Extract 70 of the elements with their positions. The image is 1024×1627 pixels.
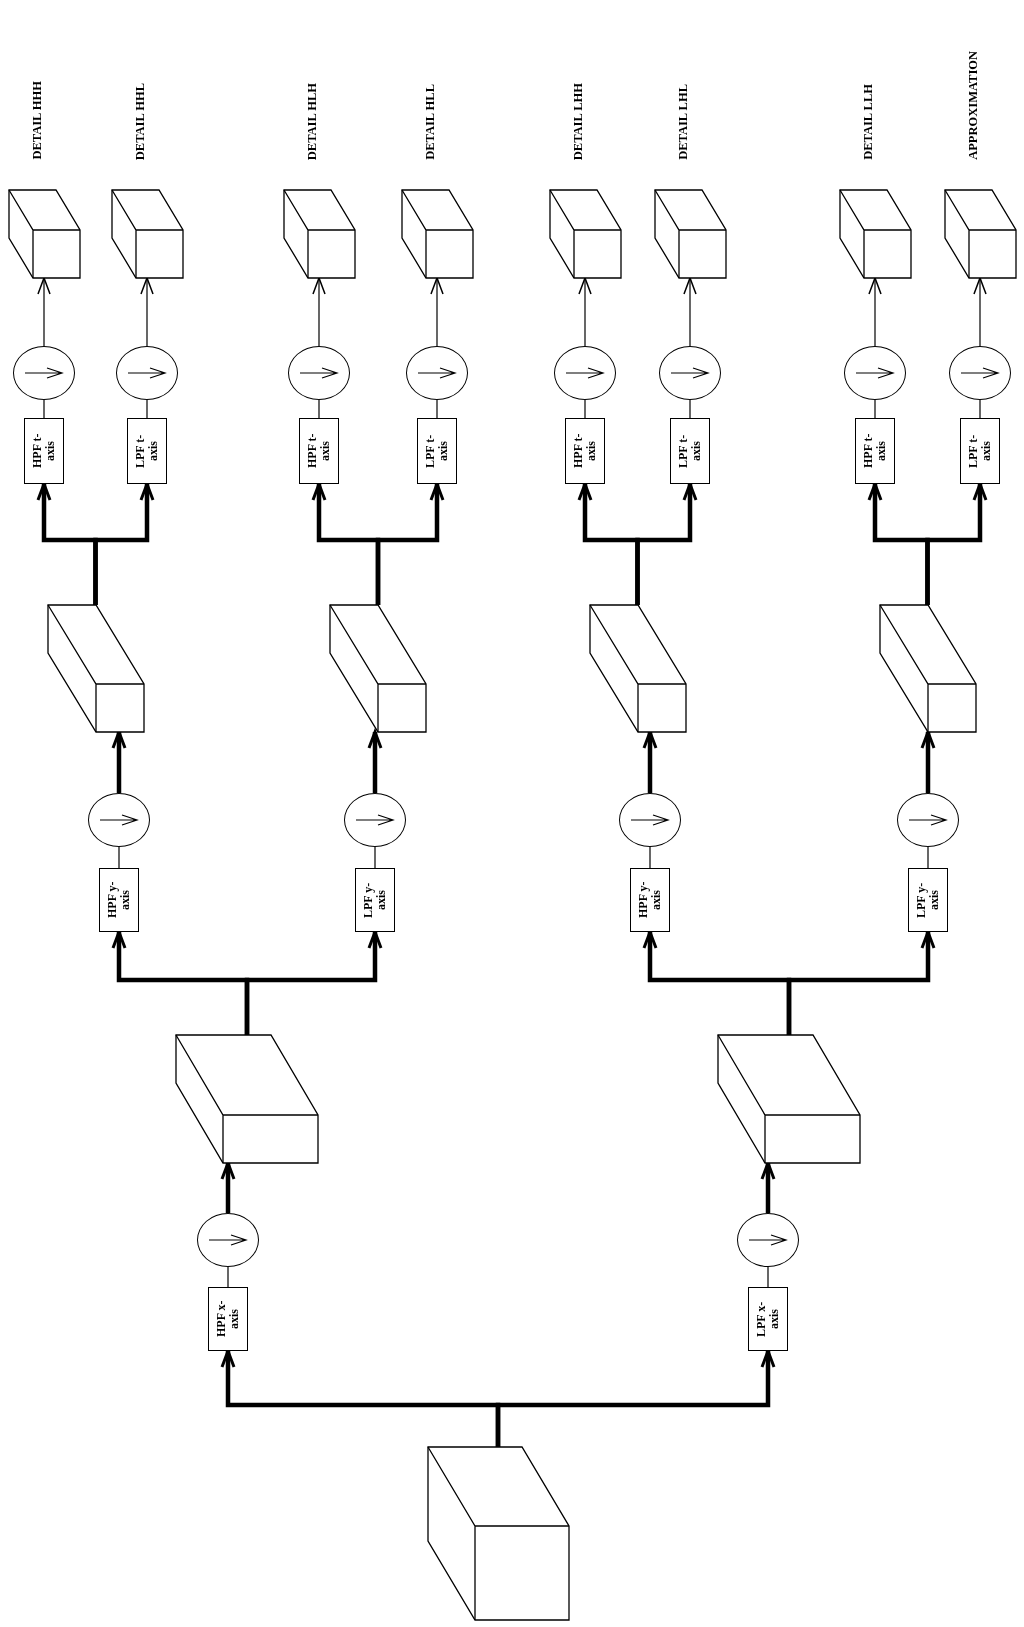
cuboid-block xyxy=(47,605,144,732)
connector-arrow xyxy=(430,277,444,347)
filter-label: HPF y-axis xyxy=(106,880,132,920)
output-label: DETAIL HHL xyxy=(133,82,148,160)
cuboid-block xyxy=(176,1035,318,1163)
connector-arrow xyxy=(925,482,988,605)
downsampling-circle xyxy=(197,1213,259,1267)
filter-box xyxy=(299,418,339,484)
output-label: DETAIL HLH xyxy=(305,82,320,160)
filter-box xyxy=(417,418,457,484)
connector-arrow xyxy=(760,1161,776,1213)
cuboid-block xyxy=(283,190,355,278)
connector-arrow xyxy=(920,730,936,793)
connector-arrow xyxy=(578,277,592,347)
filter-box xyxy=(355,868,395,932)
output-label: DETAIL LHL xyxy=(676,84,691,160)
output-label: DETAIL LHH xyxy=(571,82,586,160)
filter-box xyxy=(565,418,605,484)
connector-arrow xyxy=(786,930,936,1035)
filter-label: LPF x-axis xyxy=(755,1300,781,1339)
filter-box xyxy=(670,418,710,484)
filter-label: HPF t-axis xyxy=(862,432,888,471)
cuboid-block xyxy=(944,190,1016,278)
cuboid-block xyxy=(427,1447,569,1620)
cuboid-block xyxy=(718,1035,860,1163)
connector-arrow xyxy=(868,277,882,347)
connector-arrow xyxy=(375,482,445,605)
filter-label: HPF t-axis xyxy=(572,432,598,471)
filter-label: HPF x-axis xyxy=(215,1299,241,1339)
filter-box xyxy=(630,868,670,932)
connector-arrow xyxy=(973,277,987,347)
connector-arrow xyxy=(37,277,51,347)
filter-box xyxy=(24,418,64,484)
filter-label: LPF t-axis xyxy=(424,433,450,470)
connector-arrow xyxy=(635,482,698,605)
filter-label: LPF t-axis xyxy=(967,433,993,470)
cuboid-block xyxy=(401,190,473,278)
connector-arrow xyxy=(93,482,155,605)
cuboid-block xyxy=(330,605,426,732)
connector-arrow xyxy=(244,930,383,1035)
filter-box xyxy=(127,418,167,484)
filter-label: LPF y-axis xyxy=(362,881,388,920)
filter-box xyxy=(855,418,895,484)
connector-arrow xyxy=(367,730,383,793)
output-label: DETAIL HHH xyxy=(30,81,45,160)
filter-box xyxy=(99,868,139,932)
filter-box xyxy=(208,1287,248,1351)
cuboid-block xyxy=(589,605,686,732)
cuboid-block xyxy=(654,190,726,278)
cuboid-block xyxy=(839,190,911,278)
filter-label: LPF y-axis xyxy=(915,881,941,920)
filter-label: LPF t-axis xyxy=(677,433,703,470)
output-label: DETAIL HLL xyxy=(423,84,438,160)
connector-arrow xyxy=(495,1349,776,1447)
connector-arrow xyxy=(140,277,154,347)
connector-arrow xyxy=(683,277,697,347)
cuboid-block xyxy=(879,605,976,732)
cuboid-block xyxy=(111,190,183,278)
filter-label: HPF t-axis xyxy=(31,432,57,471)
output-label: APPROXIMATION xyxy=(966,51,981,160)
filter-label: HPF t-axis xyxy=(306,432,332,471)
cuboid-block xyxy=(8,190,80,278)
filter-label: LPF t-axis xyxy=(134,433,160,470)
filter-box xyxy=(748,1287,788,1351)
filter-box xyxy=(908,868,948,932)
filter-label: HPF y-axis xyxy=(637,880,663,920)
output-label: DETAIL LLH xyxy=(861,84,876,160)
filter-box xyxy=(960,418,1000,484)
cuboid-block xyxy=(549,190,621,278)
connector-arrow xyxy=(312,277,326,347)
